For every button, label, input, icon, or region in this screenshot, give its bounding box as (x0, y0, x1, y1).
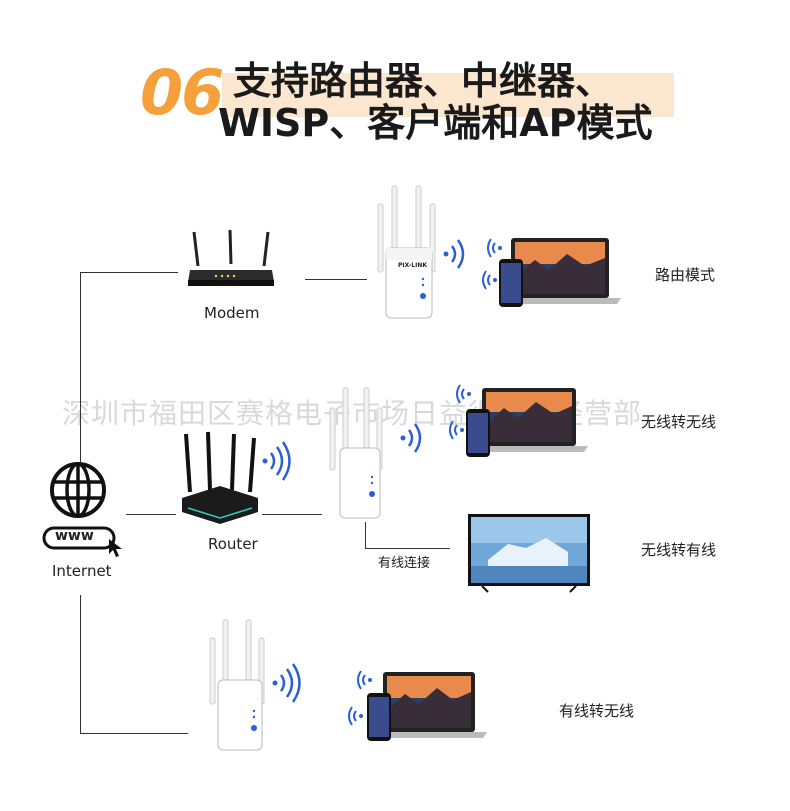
mode-label-wireless-to-wired: 无线转有线 (641, 541, 717, 559)
connector-line (80, 595, 81, 733)
wifi-signal-icon (456, 384, 471, 404)
laptop-icon (505, 238, 621, 304)
wifi-signal-icon (449, 420, 464, 440)
www-box (42, 526, 116, 550)
section-number: 06 (140, 56, 224, 129)
connector-line (365, 548, 450, 549)
router-icon (182, 431, 258, 524)
repeater-icon (377, 185, 436, 319)
laptop-icon (476, 388, 588, 452)
repeater-icon (209, 619, 265, 751)
repeater-brand: PIX-LINK (398, 262, 427, 269)
phone-icon (466, 409, 490, 457)
connector-line (80, 733, 188, 734)
wifi-signal-icon (482, 270, 497, 290)
title-line-1: 支持路由器、中继器、 (233, 59, 614, 103)
title-line-2: WISP、客户端和AP模式 (218, 101, 653, 145)
wired-connection-label: 有线连接 (378, 556, 431, 571)
wifi-signal-icon (400, 423, 422, 453)
tv-icon (468, 514, 590, 593)
wifi-signal-icon (487, 238, 502, 258)
mode-label-wired-to-wireless: 有线转无线 (559, 702, 635, 720)
laptop-icon (377, 672, 487, 738)
globe-icon (50, 462, 106, 518)
wifi-signal-icon (272, 663, 301, 703)
wifi-signal-icon (348, 706, 363, 726)
header-band (222, 73, 674, 117)
connector-line (126, 514, 176, 515)
modem-icon (188, 229, 274, 286)
repeater-icon (329, 387, 383, 519)
connector-line (305, 279, 367, 280)
mode-label-wireless-to-wireless: 无线转无线 (641, 413, 717, 431)
connector-line (262, 514, 322, 515)
router-label: Router (208, 535, 258, 553)
modem-label: Modem (204, 304, 260, 322)
phone-icon (499, 259, 523, 307)
wifi-signal-icon (443, 239, 465, 269)
mode-label-routing: 路由模式 (655, 266, 716, 284)
wifi-signal-icon (262, 441, 291, 481)
phone-icon (367, 693, 391, 741)
cursor-icon (109, 539, 122, 557)
internet-label: Internet (52, 562, 112, 580)
connector-line (80, 272, 81, 462)
connector-line (80, 272, 178, 273)
wifi-signal-icon (357, 670, 372, 690)
connector-line (365, 522, 366, 549)
www-label: www (55, 528, 94, 544)
